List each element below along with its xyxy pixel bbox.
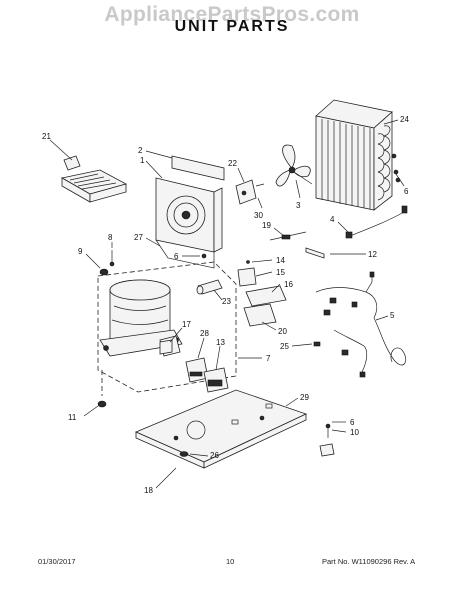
leader-14 (251, 259, 273, 263)
part-12 (305, 247, 325, 259)
leader-15 (255, 271, 273, 277)
callout-28: 28 (200, 329, 209, 338)
leader-13 (215, 345, 221, 371)
cover-20 (243, 303, 277, 327)
leader-22 (237, 167, 245, 183)
compressor-assembly-boundary (97, 261, 237, 393)
callout-1: 1 (140, 156, 145, 165)
leader-16 (271, 283, 281, 293)
leader-29 (285, 397, 299, 407)
leader-20 (261, 321, 277, 331)
callout-19: 19 (262, 221, 271, 230)
harness-5 (315, 271, 406, 378)
leader-10 (331, 429, 347, 433)
footer-part-number: Part No. W11090296 Rev. A (322, 557, 416, 566)
callout-13: 13 (216, 338, 225, 347)
callout-6-top: 6 (404, 187, 409, 196)
capacitor-23 (196, 279, 223, 295)
leader-4 (337, 221, 349, 233)
cover-28 (185, 357, 209, 383)
callout-3: 3 (296, 201, 301, 210)
leader-28 (197, 337, 205, 359)
leader-6-top (395, 173, 405, 187)
compressor (99, 279, 183, 357)
callout-14: 14 (276, 256, 285, 265)
bolt-8 (109, 250, 115, 267)
callout-2: 2 (138, 146, 143, 155)
page-title: UNIT PARTS (174, 18, 290, 35)
base-plate-29 (134, 389, 308, 469)
watermark: AppliancePartsPros.com (104, 3, 360, 26)
callout-12: 12 (368, 250, 377, 259)
leader-2 (145, 150, 173, 159)
callout-5: 5 (390, 311, 395, 320)
leader-21 (49, 139, 73, 161)
callout-21: 21 (42, 132, 51, 141)
callout-20: 20 (278, 327, 287, 336)
callout-15: 15 (276, 268, 285, 277)
relay-13 (203, 367, 229, 393)
grommet-11 (97, 400, 107, 408)
leader-25 (291, 343, 313, 347)
callout-16: 16 (284, 280, 293, 289)
clip-25 (313, 341, 321, 347)
leader-5 (375, 315, 389, 321)
leader-9 (85, 253, 101, 269)
leader-27 (145, 237, 161, 247)
fan-shroud-1 (155, 155, 225, 269)
leader-1 (145, 160, 163, 179)
leader-17 (169, 327, 183, 343)
screw-6-mid (201, 253, 207, 259)
callout-30: 30 (254, 211, 263, 220)
callout-10: 10 (350, 428, 359, 437)
fan-blade-3 (275, 144, 313, 187)
relay-15 (237, 260, 257, 287)
leader-23 (213, 289, 223, 301)
leader-19 (273, 227, 285, 237)
callout-9: 9 (78, 247, 83, 256)
callout-26: 26 (210, 451, 219, 460)
leader-3 (295, 179, 301, 199)
callout-6-bottom: 6 (350, 418, 355, 427)
callout-22: 22 (228, 159, 237, 168)
leader-30 (257, 197, 263, 209)
callout-25: 25 (280, 342, 289, 351)
footer-date: 01/30/2017 (38, 557, 76, 566)
tube-19 (269, 231, 307, 241)
callout-27: 27 (134, 233, 143, 242)
leader-11 (83, 405, 99, 417)
footer-page-number: 10 (226, 557, 235, 566)
grommet-9 (99, 268, 109, 276)
bracket-22 (235, 179, 265, 205)
bracket-16 (245, 285, 287, 307)
callout-18: 18 (144, 486, 153, 495)
drain-pan-21 (60, 155, 128, 203)
leader-24 (383, 119, 399, 125)
callout-24: 24 (400, 115, 409, 124)
condenser-24 (315, 99, 393, 211)
grommet-26 (179, 451, 189, 457)
overload-17 (159, 339, 173, 355)
harness-4 (345, 205, 408, 239)
callout-6-mid: 6 (174, 252, 179, 261)
callout-11: 11 (68, 413, 77, 422)
callout-23: 23 (222, 297, 231, 306)
callout-17: 17 (182, 320, 191, 329)
callout-7: 7 (266, 354, 271, 363)
callout-4: 4 (330, 215, 335, 224)
screw-grommet-10 (319, 423, 335, 457)
callout-8: 8 (108, 233, 113, 242)
leader-26 (189, 453, 209, 457)
callout-29: 29 (300, 393, 309, 402)
leader-18 (155, 467, 177, 489)
